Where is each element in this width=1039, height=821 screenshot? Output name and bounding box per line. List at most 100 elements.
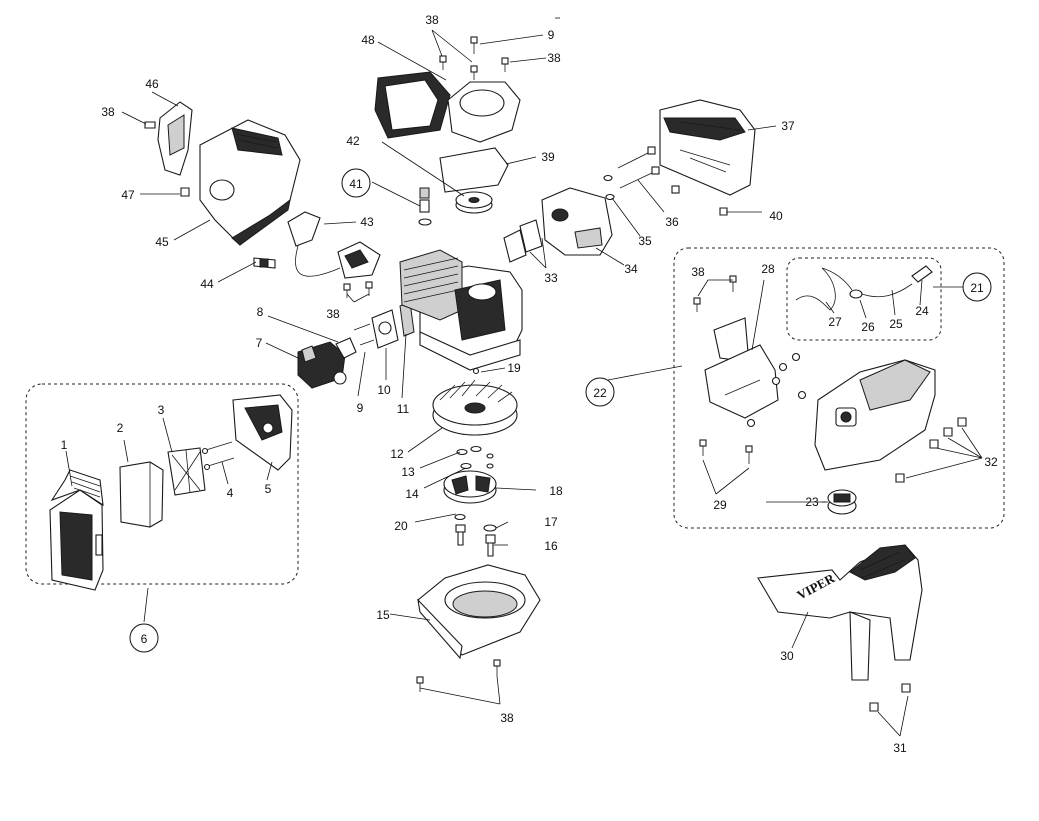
label-6: 6 [141,632,148,646]
label-26: 26 [861,320,875,334]
starter-pulley [455,191,493,214]
label-38d: 38 [326,307,340,321]
label-38f: 38 [500,711,514,725]
label-8: 8 [257,305,264,319]
bracket-washers [746,352,807,428]
leader-lines [65,17,983,737]
fuel-line-group-box [786,257,942,341]
coil-screws [343,281,373,298]
muffler-washers [603,174,615,201]
bracket-screws-top [693,275,737,312]
fuel-line-assembly [795,265,933,311]
muffler-cover [659,99,756,196]
flywheel-key [472,367,480,375]
starter-bolts-top [439,36,509,80]
label-4: 4 [227,486,234,500]
part-labels: 1 2 3 4 5 6 7 8 9 10 11 12 13 14 15 16 1… [61,13,998,755]
pawl-parts [418,187,432,226]
label-3: 3 [158,403,165,417]
label-31: 31 [893,741,907,755]
label-15: 15 [376,608,390,622]
filter-element [119,461,164,528]
label-14: 14 [405,487,419,501]
label-30: 30 [780,649,794,663]
label-39: 39 [541,150,555,164]
spark-plug [253,257,276,269]
label-28: 28 [761,262,775,276]
label-40: 40 [769,209,783,223]
carburetor-gasket [335,337,357,359]
label-13: 13 [401,465,415,479]
insulator-block [353,309,399,349]
bracket-bolts-29 [699,439,753,464]
muffler-long-bolts [617,146,680,194]
carburetor [297,341,347,389]
guard-screws [869,683,911,712]
label-38b: 38 [547,51,561,65]
label-23: 23 [805,495,819,509]
fuel-tank [814,359,936,471]
label-41: 41 [349,177,363,191]
label-44: 44 [200,277,214,291]
cover-screw [719,207,728,216]
flywheel [432,379,518,436]
label-25: 25 [889,317,903,331]
label-12: 12 [390,447,404,461]
clutch-housing [417,564,541,660]
label-22: 22 [593,386,607,400]
engine-cover [199,119,301,246]
label-9b: 9 [548,28,555,42]
clutch-bolts [454,513,497,557]
fuel-cap [827,489,857,515]
brand-guard [757,544,923,681]
engine-block [399,249,523,371]
callout-circle-21 [962,272,992,302]
label-46: 46 [145,77,159,91]
label-33: 33 [544,271,558,285]
label-16: 16 [544,539,558,553]
muffler [541,187,613,256]
label-37: 37 [781,119,795,133]
label-7: 7 [256,336,263,350]
callout-circle-41 [341,168,371,198]
label-10: 10 [377,383,391,397]
washers-nuts [456,445,494,470]
housing-bolts [416,659,501,692]
label-1: 1 [61,438,68,452]
filter-screen [167,447,206,496]
label-9a: 9 [357,401,364,415]
tank-screws [895,417,967,483]
callout-circle-6 [129,623,159,653]
label-21: 21 [970,281,984,295]
label-34: 34 [624,262,638,276]
tank-bracket [704,317,779,419]
label-42: 42 [346,134,360,148]
fuel-tank-group-box [673,247,1005,529]
label-27: 27 [828,315,842,329]
label-45: 45 [155,235,169,249]
air-filter-cover [49,469,104,591]
label-47: 47 [121,188,135,202]
muffler-gaskets [503,219,543,263]
label-5: 5 [265,482,272,496]
clutch-assembly [443,470,497,504]
recoil-starter [374,71,521,143]
starter-gasket [439,147,509,193]
label-38e: 38 [691,265,705,279]
bracket-screws [144,121,190,197]
label-48: 48 [361,33,375,47]
label-18: 18 [549,484,563,498]
label-38c: 38 [101,105,115,119]
label-11: 11 [397,402,410,416]
label-2: 2 [117,421,124,435]
callout-circle-22 [585,377,615,407]
label-20: 20 [394,519,408,533]
air-filter-base [232,394,293,471]
label-43: 43 [360,215,374,229]
label-35: 35 [638,234,652,248]
air-filter-group-box [25,383,299,585]
label-17: 17 [544,515,558,529]
label-36: 36 [665,215,679,229]
label-29: 29 [713,498,727,512]
